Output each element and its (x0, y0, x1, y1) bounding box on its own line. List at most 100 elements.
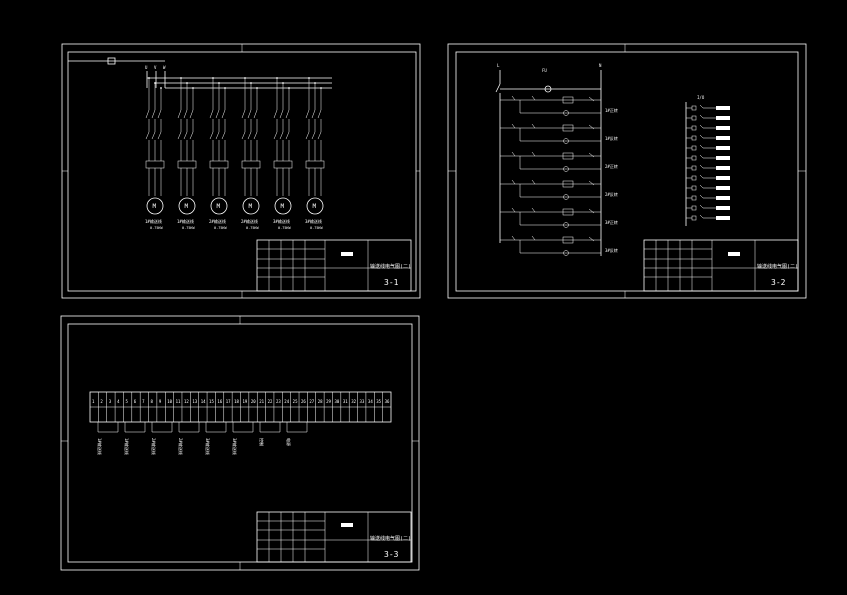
breaker-contact (157, 109, 162, 119)
motor-name: 2#输送线 (209, 218, 226, 224)
io-contact (699, 104, 704, 109)
terminal-number: 8 (151, 399, 154, 404)
breaker-contact (145, 109, 150, 119)
terminal-number: 32 (351, 399, 356, 404)
breaker-contact (253, 109, 258, 119)
group-label: 2#输送线 (151, 438, 157, 455)
contactor-contact (279, 131, 284, 140)
motor-rating: 0.75KW (214, 226, 228, 230)
power-circuit: U V W (68, 57, 332, 89)
terminal-number: 1 (92, 399, 95, 404)
io-label-block (716, 106, 730, 110)
ladder-rung: 2#反转 (500, 179, 618, 200)
io-contact (699, 114, 704, 119)
contactor-contact (241, 131, 246, 140)
terminal-number: 10 (167, 399, 172, 404)
title-block: 输送线电气图(二) 3-1 (256, 239, 412, 292)
contact (511, 151, 516, 157)
io-terminal (691, 125, 697, 131)
ladder-rung: 2#正转 (500, 151, 618, 172)
terminal-number: 9 (159, 399, 162, 404)
motor-circle (146, 197, 164, 215)
motor-rating: 0.75KW (150, 226, 164, 230)
io-label-block (716, 136, 730, 140)
terminal-number: 12 (184, 399, 189, 404)
terminal-number: 14 (201, 399, 206, 404)
thermal-relay (241, 160, 261, 169)
rung-label: 1#反转 (605, 135, 618, 141)
contact (531, 95, 536, 101)
breaker-contact (209, 109, 214, 119)
motor-name: 1#输送线 (145, 218, 162, 224)
terminal-number: 33 (360, 399, 365, 404)
contact (511, 179, 516, 185)
motor-name: 3#输送线 (273, 218, 290, 224)
ladder-rung: 1#正转 (500, 95, 618, 116)
motor-circle (242, 197, 260, 215)
sheet-outer-frame (61, 43, 421, 299)
io-terminal (691, 205, 697, 211)
ladder-rungs: 1#正转1#反转2#正转2#反转3#正转3#反转 (500, 95, 618, 256)
contactor-contact (221, 131, 226, 140)
contactor-contact (285, 131, 290, 140)
sheet-number: 3-3 (384, 550, 399, 559)
sheet-3-1: U V W M1#输送线0.75KWM1#输送线0.75KWM2#输送线0.75… (61, 43, 421, 299)
terminal-group: 2#输送线 (151, 422, 173, 455)
rung-label: 3#正转 (605, 219, 618, 225)
sheet-outer-frame (60, 315, 420, 571)
thermal-relay (305, 160, 325, 169)
terminal-number: 22 (268, 399, 273, 404)
terminal-number: 23 (276, 399, 281, 404)
terminal-number: 17 (226, 399, 231, 404)
contact (531, 179, 536, 185)
io-label-block (716, 216, 730, 220)
plc-io-terminals: I/O (685, 95, 730, 226)
contactor-contact (157, 131, 162, 140)
title-block-label: 输送线电气图(二) (370, 263, 411, 270)
thermal-relay (209, 160, 229, 169)
contactor-contact (145, 131, 150, 140)
top-label: N (599, 63, 602, 68)
io-label-block (716, 196, 730, 200)
motor-circle (210, 197, 228, 215)
contact (531, 151, 536, 157)
motor-symbol: M (185, 203, 189, 210)
thermal-relay (273, 160, 293, 169)
io-label-block (716, 156, 730, 160)
relay-coil (562, 124, 574, 132)
io-contact (699, 194, 704, 199)
terminal-group: 1#输送线 (124, 422, 146, 455)
contact (511, 123, 516, 129)
motor-name: 2#输送线 (241, 218, 258, 224)
sheet-3-2: L FU N 1#正转1#反转2#正转2#反转3#正转3#反转 I/O 输送线电… (447, 43, 807, 299)
terminal-number: 13 (192, 399, 197, 404)
io-label-block (716, 146, 730, 150)
contact (588, 124, 595, 130)
top-label: L (497, 63, 500, 68)
breaker-contact (273, 109, 278, 119)
io-terminal (691, 155, 697, 161)
sheet-number: 3-1 (384, 278, 399, 287)
terminal-number: 34 (368, 399, 373, 404)
contactor-contact (215, 131, 220, 140)
contact (588, 180, 595, 186)
terminal-number: 35 (376, 399, 381, 404)
terminal-number: 6 (134, 399, 137, 404)
indicator-lamp (563, 194, 569, 200)
terminal-number: 20 (251, 399, 256, 404)
io-contact (699, 144, 704, 149)
io-terminal (691, 215, 697, 221)
indicator-lamp (563, 250, 569, 256)
io-label-block (716, 126, 730, 130)
sheet-inner-frame (67, 323, 413, 563)
breaker-contact (177, 109, 182, 119)
io-terminal (691, 105, 697, 111)
motor-rating: 0.75KW (310, 226, 324, 230)
ladder-rung: 1#反转 (500, 123, 618, 144)
io-terminal (691, 185, 697, 191)
terminal-number: 26 (301, 399, 306, 404)
terminal-number: 2 (100, 399, 103, 404)
